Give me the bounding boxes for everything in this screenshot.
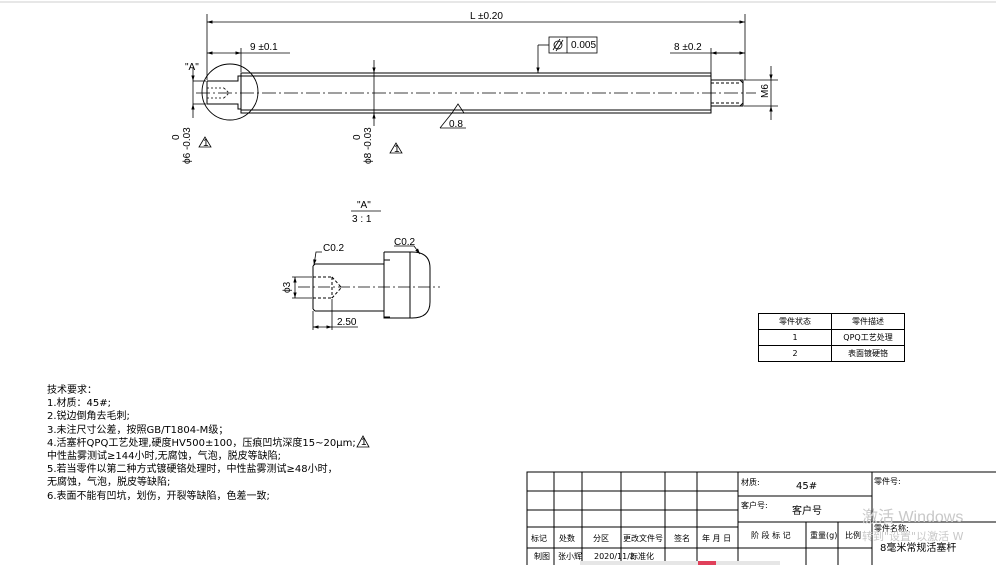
dim-right-step <box>670 48 745 79</box>
dim-overall-length <box>206 14 746 80</box>
table-cell: QPQ工艺处理 <box>831 329 905 346</box>
cylindricity-icon <box>553 40 563 50</box>
part-no-label: 零件号: <box>874 476 901 486</box>
taskbar-strip <box>580 561 780 565</box>
dim-left-step <box>207 48 290 72</box>
header-zone: 分区 <box>593 534 609 543</box>
header-count: 处数 <box>559 533 575 543</box>
note-line: 3.未注尺寸公差，按照GB/T1804-M级； <box>47 424 229 436</box>
dim-hole-depth <box>312 299 358 330</box>
header-date: 年 月 日 <box>702 533 731 543</box>
material-value: 45# <box>796 481 817 492</box>
detail-title: "A" <box>357 200 371 211</box>
part-name-label: 零件名称: <box>874 523 909 533</box>
customer-value: 客户号 <box>792 504 822 517</box>
dim-right-step-text: 8 ±0.2 <box>674 42 702 53</box>
warn-mark-1: 1 <box>203 138 209 149</box>
detail-a-view <box>298 251 440 319</box>
material-label: 材质: <box>741 477 760 487</box>
notes-title: 技术要求： <box>47 385 97 396</box>
header-mark: 标记 <box>531 533 547 543</box>
cylindricity-text: 0.005 <box>571 40 596 51</box>
table-row: 1 QPQ工艺处理 <box>758 329 905 346</box>
table-header: 零件状态 <box>758 313 832 330</box>
scale-label: 比例 <box>845 530 861 540</box>
table-row: 2 表面镀硬铬 <box>758 345 905 362</box>
dim-hole-dia-text: ϕ3 <box>282 281 293 293</box>
dim-left-step-text: 9 ±0.1 <box>250 42 278 53</box>
cylindricity-frame <box>536 36 598 73</box>
dim-hole-dia <box>292 276 312 299</box>
table-cell: 表面镀硬铬 <box>831 345 905 362</box>
chamfer-leaders <box>313 245 421 266</box>
dim-main-dia-tol: ϕ8 -0.03 <box>363 127 374 164</box>
std-label: 标准化 <box>630 551 654 561</box>
roughness-symbol-icon <box>439 103 466 129</box>
technical-notes: 技术要求： 1.材质：45#; 2.锐边倒角去毛刺; 3.未注尺寸公差，按照GB… <box>47 384 356 503</box>
dim-hole-depth-text: 2.50 <box>337 317 357 328</box>
roughness-text: 0.8 <box>449 119 463 130</box>
dim-overall-length-text: L ±0.20 <box>470 11 503 22</box>
activation-watermark-hint: 转到"设置"以激活 W <box>862 530 964 543</box>
note-line: 无腐蚀，气泡，脱皮等缺陷; <box>47 477 171 489</box>
table-header-row: 零件状态 零件描述 <box>758 313 905 330</box>
warn-mark-2: 1 <box>394 144 400 155</box>
detail-a-circle <box>201 63 259 121</box>
note-line: 中性盐雾测试≥144小时,无腐蚀，气泡，脱皮等缺陷; <box>47 451 282 463</box>
date-value: 2020/11/2 <box>594 552 635 561</box>
note-line: 4.活塞杆QPQ工艺处理,硬度HV500±100，压痕凹坑深度15~20μm; <box>47 437 356 449</box>
dim-thread-text: M6 <box>760 84 771 98</box>
dim-thread <box>744 66 778 120</box>
note-line: 5.若当零件以第二种方式镀硬铬处理时，中性盐雾测试≥48小时， <box>47 464 338 476</box>
warning-triangle-icon <box>198 136 212 148</box>
customer-label: 客户号: <box>741 500 768 510</box>
note-line: 6.表面不能有凹坑，划伤，开裂等缺陷，色差一致; <box>47 490 270 502</box>
shaft-left-end <box>206 75 242 110</box>
warning-triangles <box>198 136 403 154</box>
shaft-main-view <box>196 63 756 121</box>
note-line: 1.材质：45#; <box>47 398 112 410</box>
detail-ref-label: "A" <box>185 62 199 73</box>
header-change-doc: 更改文件号 <box>623 533 663 543</box>
designer-label: 制图 <box>534 551 550 561</box>
note-warn-mark: 1 <box>361 437 367 448</box>
taskbar-app-icon[interactable] <box>698 561 716 565</box>
part-name-value: 8毫米常规活塞杆 <box>880 541 956 554</box>
warning-triangle-icon <box>389 142 403 154</box>
detail-scale: 3 : 1 <box>352 214 372 225</box>
table-cell: 2 <box>758 345 832 362</box>
table-cell: 1 <box>758 329 832 346</box>
title-block-grid <box>526 471 996 565</box>
part-status-table: 零件状态 零件描述 1 QPQ工艺处理 2 表面镀硬铬 <box>758 313 905 362</box>
dim-left-dia <box>191 68 206 118</box>
stage-label: 阶 段 标 记 <box>751 530 791 540</box>
header-sign: 签名 <box>674 533 690 543</box>
chamfer-right-text: C0.2 <box>394 237 416 248</box>
weight-label: 重量(g) <box>810 530 837 540</box>
designer-name: 张小辉 <box>558 552 582 561</box>
note-warning-triangle-icon <box>356 435 370 448</box>
note-line: 2.锐边倒角去毛刺; <box>47 411 130 423</box>
dim-left-dia-val: 0 <box>171 134 182 140</box>
dim-main-dia-val: 0 <box>352 134 363 140</box>
chamfer-left-text: C0.2 <box>323 243 345 254</box>
dim-left-dia-tol: ϕ6 -0.03 <box>182 127 193 164</box>
activation-watermark: 激活 Windows <box>862 509 964 526</box>
table-header: 零件描述 <box>831 313 905 330</box>
